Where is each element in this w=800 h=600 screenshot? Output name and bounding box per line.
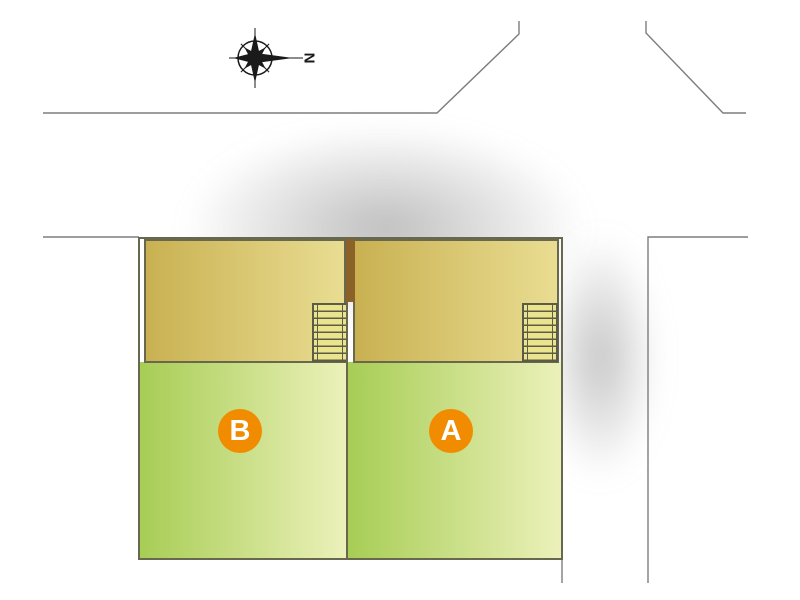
lot-marker-a: A [429,409,473,453]
compass-star-diagonal [244,47,266,69]
lot-marker-b-label: B [229,414,251,447]
road-edge-top-right [645,21,746,114]
staircase-a [522,303,558,362]
lawn-a [348,362,561,558]
compass-north-label: N [301,53,318,64]
lot-marker-a-label: A [440,414,462,447]
lot-b [138,237,348,560]
compass-rose-icon: N [229,28,318,88]
road-edge-right [647,236,748,583]
lot-a [346,237,563,560]
road-edge-top-left [43,21,520,114]
party-wall-divider [346,239,355,302]
staircase-b [312,303,348,362]
lot-marker-b: B [218,409,262,453]
compass-star-cardinal [233,33,293,83]
lawn-b [140,362,346,558]
